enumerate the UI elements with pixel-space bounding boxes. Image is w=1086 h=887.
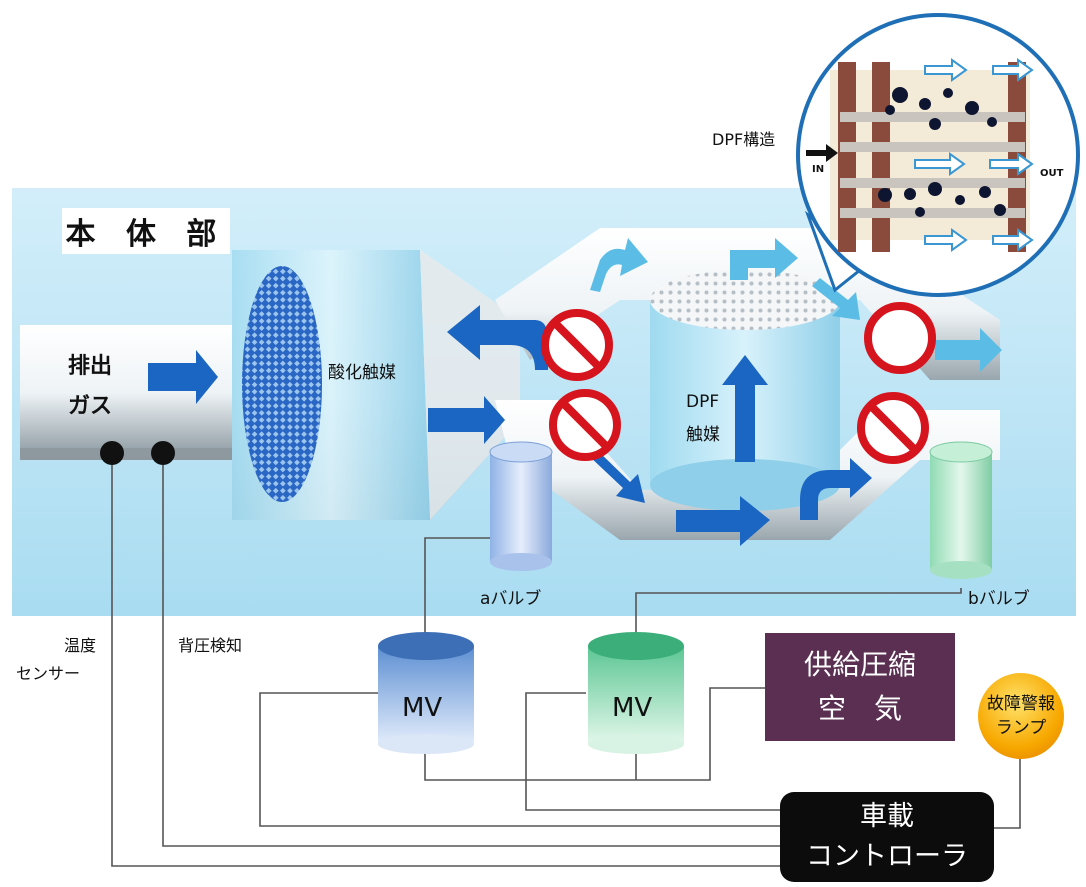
exhaust-label-line2: ガス xyxy=(68,394,113,419)
air-supply-line xyxy=(424,687,765,781)
valve-a-label: aバルブ xyxy=(480,589,542,609)
inlet-pipe xyxy=(20,325,265,460)
exhaust-label-line1: 排出 xyxy=(68,354,113,379)
temp-sensor-wire xyxy=(111,465,780,867)
temp-sensor-label-line2: センサー xyxy=(16,664,81,683)
no-entry-sign xyxy=(541,309,613,381)
bypass-arrows xyxy=(590,238,1002,372)
lamp-wire xyxy=(994,758,1021,829)
compressed-air-line2: 空 気 xyxy=(817,692,902,725)
flow-arrows xyxy=(148,305,872,546)
mv-right-wire xyxy=(525,692,780,811)
oxidation-catalyst-housing xyxy=(232,250,520,520)
dpf-structure-label: DPF構造 xyxy=(712,130,776,149)
temp-sensor-label-line1: 温度 xyxy=(64,636,97,655)
down-pipe-arrow xyxy=(588,448,645,503)
oxidation-catalyst-mesh xyxy=(242,266,322,502)
mv-left-wire xyxy=(259,692,780,827)
dpf-catalyst-label-line2: 触媒 xyxy=(686,425,720,445)
oxidation-catalyst-label: 酸化触媒 xyxy=(328,363,396,383)
inlet-to-pipe-arrow xyxy=(428,396,505,444)
inlet-arrow xyxy=(148,350,218,404)
dpf-up-arrow xyxy=(722,355,768,462)
dpf-filter-face xyxy=(650,270,840,330)
zoom-out-label: OUT xyxy=(1040,168,1064,179)
bottom-flow-arrow xyxy=(676,496,770,546)
controller-line2: コントローラ xyxy=(806,841,968,872)
dpf-catalyst-label-line1: DPF xyxy=(686,392,720,412)
fault-alarm-lamp: 故障警報 ランプ xyxy=(978,673,1064,759)
dpf-structure-zoom: IN OUT xyxy=(796,13,1080,297)
valve-b-cylinder xyxy=(929,441,993,579)
valve-a-line xyxy=(424,537,490,668)
reverse-arrow xyxy=(447,305,548,370)
main-body-title: 本 体 部 xyxy=(62,208,230,254)
mv-right-cylinder xyxy=(588,632,684,754)
valve-b-line xyxy=(635,588,962,668)
bottom-return-arrow xyxy=(800,458,872,520)
closed-valve-signs xyxy=(541,302,936,464)
valve-b-label: bバルブ xyxy=(968,589,1030,609)
back-pressure-label: 背圧検知 xyxy=(178,636,243,655)
fault-lamp-line1: 故障警報 xyxy=(987,694,1055,714)
mv-left-label: MV xyxy=(402,693,443,723)
compressed-air-supply: 供給圧縮 空 気 xyxy=(765,633,955,741)
pressure-sensor-dot xyxy=(151,441,175,465)
compressed-air-line1: 供給圧縮 xyxy=(803,648,916,681)
zoom-in-label: IN xyxy=(812,164,824,175)
controller-line1: 車載 xyxy=(860,801,914,832)
fault-lamp-line2: ランプ xyxy=(995,718,1047,738)
no-entry-sign xyxy=(857,392,929,464)
pressure-sensor-wire xyxy=(162,465,780,847)
mv-left-cylinder xyxy=(378,632,474,754)
temp-sensor-dot xyxy=(100,441,124,465)
onboard-controller: 車載 コントローラ xyxy=(780,792,994,882)
no-entry-sign xyxy=(864,302,936,374)
no-entry-sign xyxy=(549,389,621,461)
mv-right-label: MV xyxy=(612,693,653,723)
valve-a-cylinder xyxy=(489,441,553,571)
